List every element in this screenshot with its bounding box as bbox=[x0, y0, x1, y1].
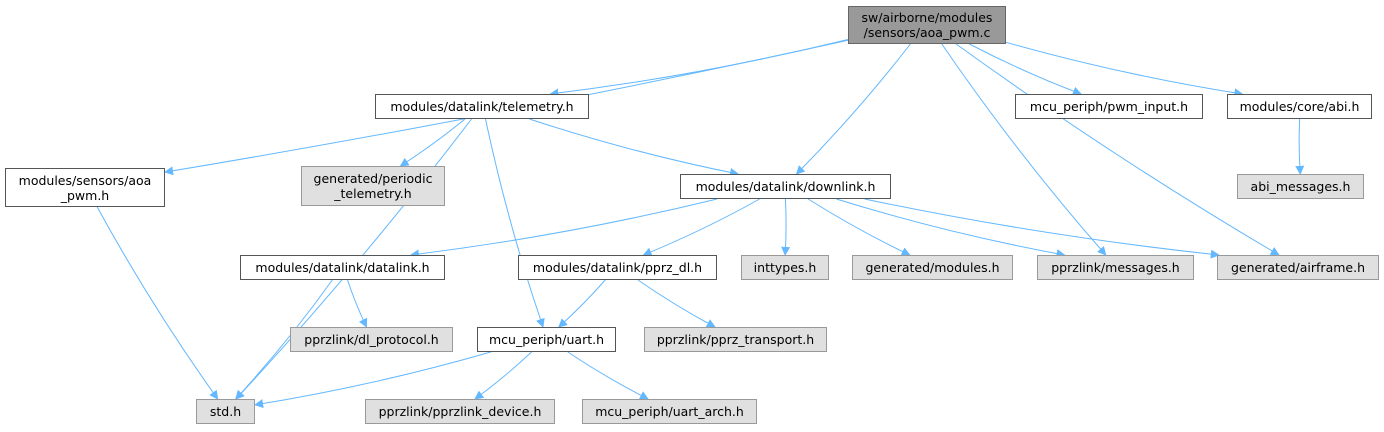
edge-downlink-to-gen_airframe bbox=[864, 198, 1220, 259]
node-abi-messages-h: abi_messages.h bbox=[1237, 174, 1364, 199]
edge-root-to-gen_airframe bbox=[955, 43, 1280, 256]
node-datalink-h[interactable]: modules/datalink/datalink.h bbox=[240, 255, 445, 280]
edge-root-to-telemetry bbox=[549, 39, 849, 98]
edge-uart-to-uart_arch bbox=[567, 351, 649, 400]
edge-aoa_pwm_h-to-std bbox=[96, 206, 219, 400]
node-uart-h[interactable]: mcu_periph/uart.h bbox=[477, 327, 616, 352]
node-pprz-transport-h: pprzlink/pprz_transport.h bbox=[644, 327, 827, 352]
node-generated-modules-h: generated/modules.h bbox=[852, 255, 1013, 280]
node-generated-airframe-h: generated/airframe.h bbox=[1217, 255, 1379, 280]
node-std-h: std.h bbox=[196, 399, 255, 424]
node-telemetry-h[interactable]: modules/datalink/telemetry.h bbox=[375, 94, 589, 119]
edge-root-to-abi bbox=[1005, 41, 1244, 98]
edge-downlink-to-gen_modules bbox=[807, 198, 911, 256]
edge-downlink-to-datalink bbox=[410, 198, 718, 259]
node-pprzlink-messages-h: pprzlink/messages.h bbox=[1037, 255, 1194, 280]
edge-telemetry-to-downlink bbox=[529, 118, 739, 177]
edge-root-to-pwm_input bbox=[969, 43, 1082, 96]
node-root-aoa-pwm-c: sw/airborne/modules /sensors/aoa_pwm.c bbox=[848, 6, 1006, 44]
edge-abi-to-abi_messages bbox=[1295, 118, 1305, 175]
node-downlink-h[interactable]: modules/datalink/downlink.h bbox=[680, 174, 891, 199]
edge-uart-to-std bbox=[254, 351, 491, 409]
node-abi-h[interactable]: modules/core/abi.h bbox=[1227, 94, 1372, 119]
node-pwm-input-h[interactable]: mcu_periph/pwm_input.h bbox=[1015, 94, 1203, 119]
node-pprz-dl-h[interactable]: modules/datalink/pprz_dl.h bbox=[518, 255, 717, 280]
edge-telemetry-to-uart bbox=[485, 118, 545, 328]
edge-downlink-to-inttypes bbox=[781, 198, 791, 256]
edge-datalink-to-std bbox=[235, 279, 333, 400]
edge-datalink-to-dl_protocol bbox=[347, 279, 368, 328]
node-dl-protocol-h: pprzlink/dl_protocol.h bbox=[290, 327, 453, 352]
node-pprzlink-device-h: pprzlink/pprzlink_device.h bbox=[365, 399, 555, 424]
edge-telemetry-to-periodic_telemetry bbox=[399, 118, 466, 167]
edge-pprz_dl-to-uart bbox=[558, 279, 606, 328]
edge-uart-to-pprzlink_device bbox=[474, 351, 532, 400]
node-uart-arch-h: mcu_periph/uart_arch.h bbox=[582, 399, 757, 424]
edge-downlink-to-pprz_dl bbox=[642, 198, 760, 257]
node-periodic-telemetry-h: generated/periodic _telemetry.h bbox=[301, 166, 445, 206]
edge-pprz_dl-to-pprz_transport bbox=[637, 279, 716, 328]
edge-root-to-downlink bbox=[795, 43, 911, 175]
edge-layer bbox=[96, 39, 1305, 409]
node-aoa-pwm-h[interactable]: modules/sensors/aoa _pwm.h bbox=[5, 168, 165, 207]
edge-root-to-pprzlink_messages bbox=[941, 43, 1107, 256]
edge-downlink-to-pprzlink_messages bbox=[836, 198, 1066, 258]
node-inttypes-h: inttypes.h bbox=[741, 255, 829, 280]
